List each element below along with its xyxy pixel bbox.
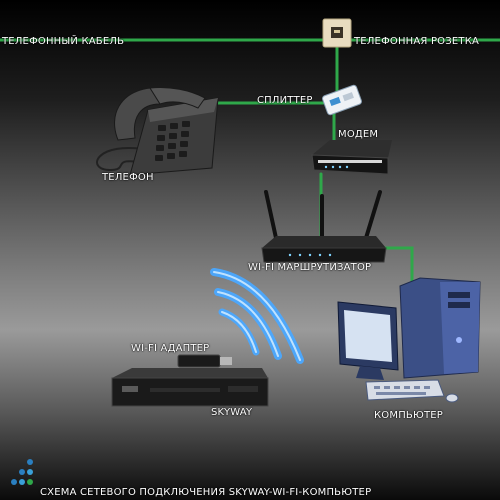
splitter-label: СПЛИТТЕР (257, 95, 313, 106)
telephone-label: ТЕЛЕФОН (102, 172, 154, 183)
phone-socket-label: ТЕЛЕФОННАЯ РОЗЕТКА (354, 36, 480, 47)
modem-label: МОДЕМ (338, 129, 379, 140)
phone-cable-label: ТЕЛЕФОННЫЙ КАБЕЛЬ (2, 36, 125, 47)
router-label: WI-FI МАРШРУТИЗАТОР (248, 262, 372, 273)
router-to-computer-wire (376, 246, 414, 287)
wifi-adapter-label: WI-FI АДАПТЕР (131, 343, 210, 354)
receiver-label: SKYWAY (211, 407, 253, 418)
computer-label: КОМПЬЮТЕР (374, 410, 444, 421)
diagram-caption: СХЕМА СЕТЕВОГО ПОДКЛЮЧЕНИЯ SKYWAY-WI-FI-… (40, 487, 372, 498)
